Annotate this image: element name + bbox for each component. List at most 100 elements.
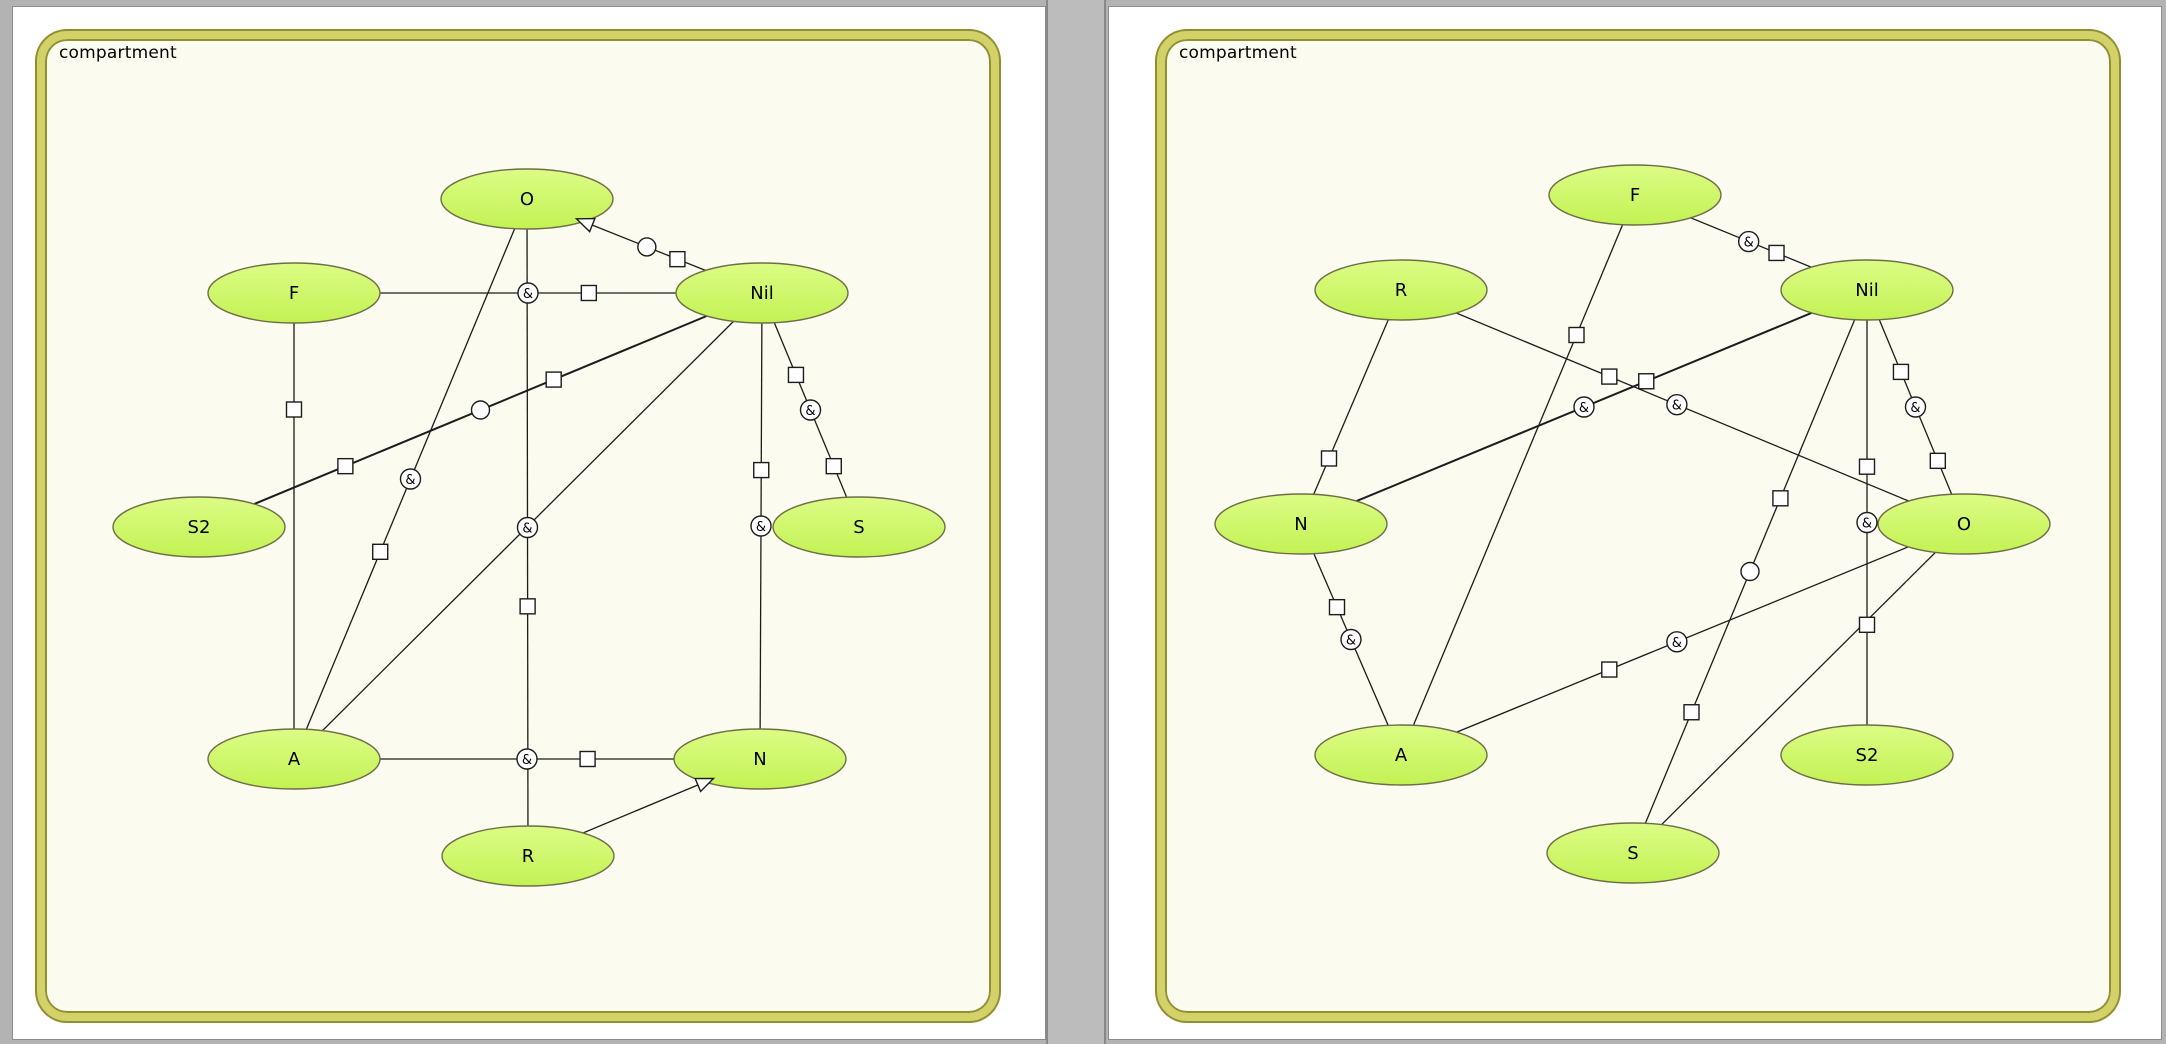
node-O[interactable]: O bbox=[1877, 493, 2051, 555]
and-operator-label: & bbox=[522, 522, 532, 537]
and-operator-label: & bbox=[1579, 401, 1589, 416]
node-ellipse[interactable] bbox=[112, 496, 286, 558]
and-operator-label: & bbox=[1862, 517, 1872, 532]
square-marker-icon bbox=[579, 750, 596, 768]
node-S2[interactable]: S2 bbox=[1780, 724, 1954, 786]
and-operator-label: & bbox=[1346, 634, 1356, 649]
square-marker-icon bbox=[1929, 452, 1947, 470]
circle-marker-icon bbox=[1740, 561, 1760, 582]
and-operator-icon: & bbox=[750, 515, 772, 537]
node-ellipse[interactable] bbox=[207, 262, 381, 324]
node-label: S bbox=[853, 517, 864, 538]
node-label: S2 bbox=[188, 517, 211, 538]
node-N[interactable]: N bbox=[1214, 493, 1388, 555]
square-marker-icon bbox=[1328, 598, 1346, 616]
and-operator-icon: & bbox=[1666, 393, 1688, 416]
and-operator-icon: & bbox=[516, 516, 539, 539]
node-ellipse[interactable] bbox=[1214, 493, 1388, 555]
node-label: Nil bbox=[750, 283, 773, 304]
node-ellipse[interactable] bbox=[1877, 493, 2051, 555]
node-ellipse[interactable] bbox=[673, 728, 847, 790]
square-marker-icon bbox=[285, 401, 303, 418]
node-ellipse[interactable] bbox=[207, 728, 381, 790]
node-ellipse[interactable] bbox=[1780, 259, 1954, 321]
node-ellipse[interactable] bbox=[772, 496, 946, 558]
and-operator-label: & bbox=[405, 473, 415, 488]
node-label: A bbox=[1395, 745, 1408, 766]
square-marker-icon bbox=[787, 366, 805, 384]
node-Nil[interactable]: Nil bbox=[1780, 259, 1954, 321]
circle-marker-icon bbox=[470, 400, 491, 420]
node-S[interactable]: S bbox=[1546, 822, 1720, 884]
square-marker-icon bbox=[1768, 244, 1785, 262]
node-ellipse[interactable] bbox=[1548, 164, 1722, 226]
node-ellipse[interactable] bbox=[441, 825, 615, 887]
and-operator-label: & bbox=[1672, 636, 1682, 651]
square-marker-icon bbox=[1320, 450, 1338, 467]
square-marker-icon bbox=[1892, 363, 1910, 381]
edge-S-O[interactable] bbox=[1632, 523, 1965, 854]
square-marker-icon bbox=[669, 250, 686, 268]
compartment-label: compartment bbox=[59, 43, 177, 63]
node-ellipse[interactable] bbox=[440, 168, 614, 230]
square-marker-icon bbox=[753, 461, 770, 479]
node-A[interactable]: A bbox=[1314, 724, 1488, 786]
and-operator-icon: & bbox=[399, 468, 422, 490]
square-marker-icon bbox=[1601, 661, 1618, 678]
and-operator-label: & bbox=[756, 520, 766, 535]
square-marker-icon bbox=[519, 598, 536, 615]
square-marker-icon bbox=[337, 457, 354, 475]
node-ellipse[interactable] bbox=[1314, 259, 1488, 321]
node-label: R bbox=[522, 846, 535, 867]
square-marker-icon bbox=[1638, 373, 1655, 390]
and-operator-icon: & bbox=[799, 399, 822, 421]
circle-marker-icon bbox=[637, 237, 657, 257]
node-ellipse[interactable] bbox=[1314, 724, 1488, 786]
and-operator-icon: & bbox=[1573, 396, 1595, 418]
decoration-layer: & & & & & & bbox=[285, 217, 842, 793]
node-label: S bbox=[1627, 843, 1638, 864]
node-ellipse[interactable] bbox=[1546, 822, 1720, 884]
edge-R-N[interactable] bbox=[1300, 289, 1402, 525]
node-label: O bbox=[1957, 514, 1971, 535]
and-operator-label: & bbox=[1672, 399, 1682, 414]
square-marker-icon bbox=[545, 371, 562, 388]
node-ellipse[interactable] bbox=[1780, 724, 1954, 786]
node-R[interactable]: R bbox=[1314, 259, 1488, 321]
node-O[interactable]: O bbox=[440, 168, 614, 230]
edge-F-A[interactable] bbox=[1400, 194, 1636, 756]
and-operator-icon: & bbox=[1904, 396, 1927, 418]
node-F[interactable]: F bbox=[207, 262, 381, 324]
and-operator-icon: & bbox=[1737, 230, 1760, 253]
square-marker-icon bbox=[1683, 704, 1700, 721]
node-N[interactable]: N bbox=[673, 728, 847, 790]
node-R[interactable]: R bbox=[441, 825, 615, 887]
square-marker-icon bbox=[1568, 326, 1585, 344]
square-marker-icon bbox=[1601, 368, 1618, 385]
square-marker-icon bbox=[1858, 616, 1876, 633]
node-label: Nil bbox=[1855, 280, 1878, 301]
node-label: R bbox=[1395, 280, 1408, 301]
square-marker-icon bbox=[1858, 458, 1876, 475]
node-label: N bbox=[1294, 514, 1307, 535]
and-operator-label: & bbox=[1910, 401, 1920, 416]
node-Nil[interactable]: Nil bbox=[675, 262, 849, 324]
node-label: F bbox=[1630, 185, 1640, 206]
arrowhead-icon bbox=[574, 217, 596, 233]
pane-divider[interactable] bbox=[1046, 0, 1106, 1044]
and-operator-icon: & bbox=[516, 748, 538, 770]
node-S[interactable]: S bbox=[772, 496, 946, 558]
and-operator-label: & bbox=[1744, 236, 1754, 251]
node-A[interactable]: A bbox=[207, 728, 381, 790]
and-operator-icon: & bbox=[517, 282, 539, 304]
node-F[interactable]: F bbox=[1548, 164, 1722, 226]
node-label: A bbox=[288, 749, 301, 770]
node-S2[interactable]: S2 bbox=[112, 496, 286, 558]
and-operator-label: & bbox=[805, 404, 815, 419]
node-ellipse[interactable] bbox=[675, 262, 849, 324]
